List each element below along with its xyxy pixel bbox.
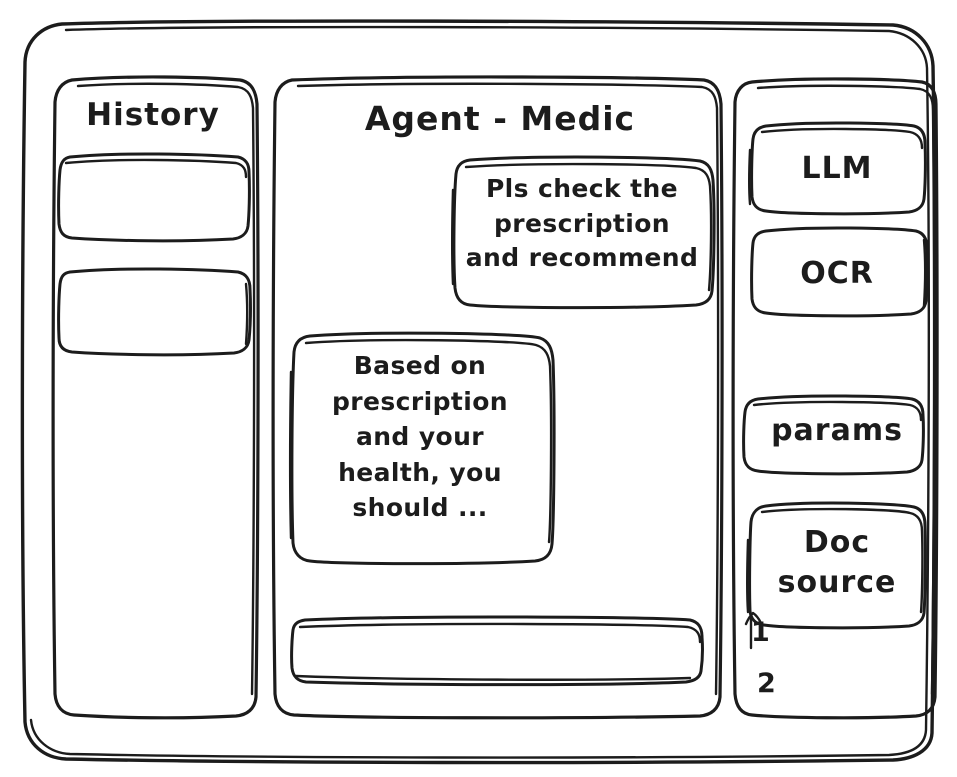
assistant-message-text: Based on prescription and your health, y… <box>332 351 508 522</box>
doc-source-item-2[interactable]: 2 <box>757 668 776 699</box>
tool-params-label: params <box>771 413 903 448</box>
history-item-2[interactable] <box>59 269 250 354</box>
tool-doc-source-label: Doc source <box>777 525 897 600</box>
history-item-1[interactable] <box>59 154 249 240</box>
history-panel-title: History <box>86 97 220 133</box>
agent-panel-title: Agent - Medic <box>364 99 636 138</box>
tool-llm-label: LLM <box>801 151 873 186</box>
tool-ocr-label: OCR <box>800 256 874 291</box>
user-message-text: Pls check the prescription and recommend <box>465 174 699 272</box>
doc-source-item-1[interactable]: 1 <box>751 617 770 648</box>
message-input[interactable] <box>292 617 703 683</box>
